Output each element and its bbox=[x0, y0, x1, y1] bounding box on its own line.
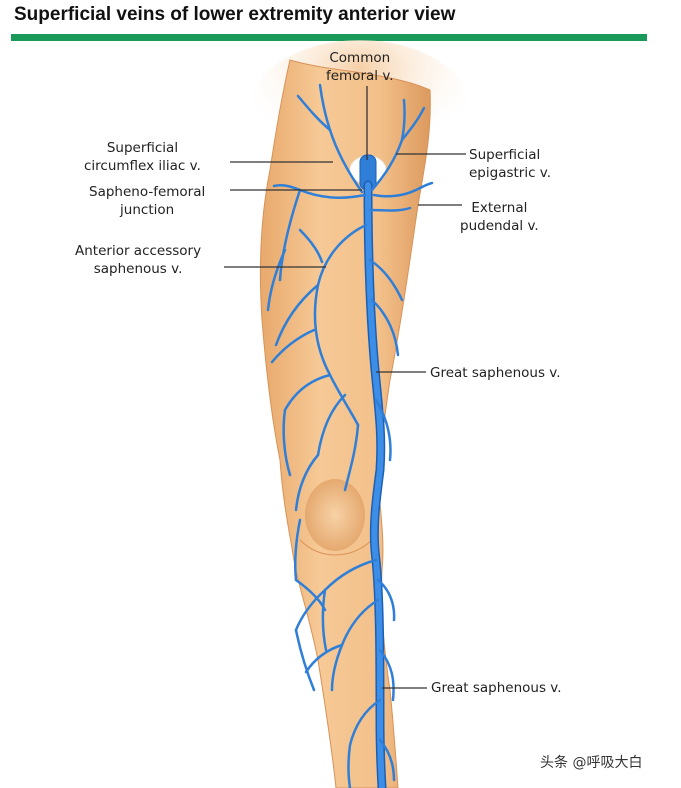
leg-silhouette bbox=[259, 59, 431, 788]
label-line: Common bbox=[329, 50, 391, 66]
label-line: saphenous v. bbox=[93, 261, 183, 277]
leader-lines bbox=[224, 86, 466, 689]
kneecap bbox=[305, 479, 365, 551]
knee-crease bbox=[299, 539, 373, 556]
vein-network bbox=[266, 83, 434, 788]
label-line: femoral v. bbox=[326, 68, 394, 84]
page-title: Superficial veins of lower extremity ant… bbox=[14, 4, 456, 25]
label-superficial-circumflex-iliac-vein: Superficial circumflex iliac v. bbox=[84, 139, 201, 175]
label-line: pudendal v. bbox=[460, 218, 539, 234]
label-line: Sapheno-femoral bbox=[89, 184, 206, 200]
label-common-femoral-vein: Common femoral v. bbox=[326, 49, 394, 85]
label-line: junction bbox=[120, 202, 175, 218]
label-line: Superficial bbox=[469, 147, 541, 163]
label-great-saphenous-vein-thigh: Great saphenous v. bbox=[430, 365, 561, 381]
watermark: 头条 @呼吸大白 bbox=[540, 755, 643, 771]
label-line: circumflex iliac v. bbox=[84, 158, 201, 174]
label-line: Superficial bbox=[106, 140, 179, 156]
label-great-saphenous-vein-leg: Great saphenous v. bbox=[431, 680, 562, 696]
title-divider bbox=[11, 34, 647, 41]
label-anterior-accessory-saphenous-vein: Anterior accessory saphenous v. bbox=[75, 242, 201, 278]
label-line: epigastric v. bbox=[469, 165, 552, 181]
label-sapheno-femoral-junction: Sapheno-femoral junction bbox=[89, 183, 205, 219]
label-superficial-epigastric-vein: Superficial epigastric v. bbox=[469, 146, 551, 182]
label-external-pudendal-vein: External pudendal v. bbox=[460, 199, 539, 235]
label-line: External bbox=[471, 200, 528, 216]
label-line: Anterior accessory bbox=[75, 243, 202, 259]
